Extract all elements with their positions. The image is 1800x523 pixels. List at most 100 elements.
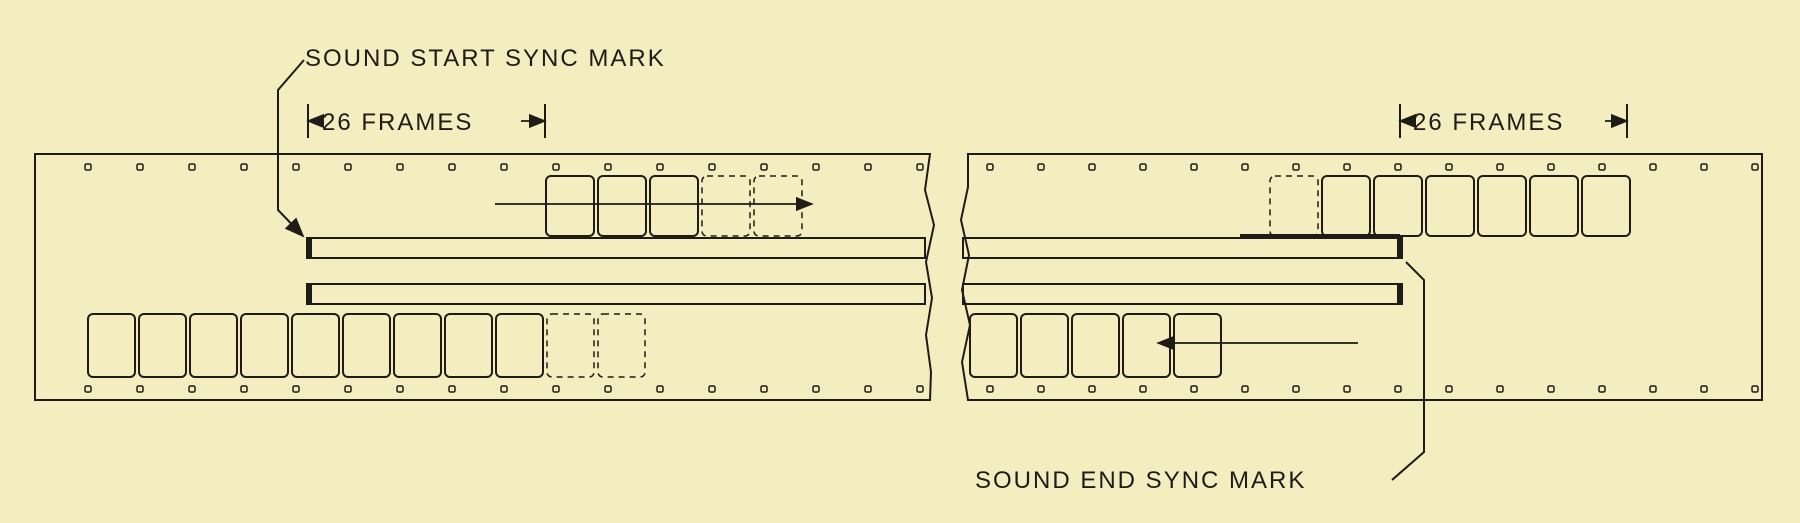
perforation — [84, 163, 92, 171]
perforation — [1700, 385, 1708, 393]
frame-dashed — [753, 175, 803, 237]
perforation — [1598, 163, 1606, 171]
perforation — [552, 385, 560, 393]
frame-dashed — [546, 313, 595, 378]
frame — [1321, 175, 1371, 237]
perforation — [1445, 385, 1453, 393]
perforation — [812, 163, 820, 171]
perforation — [812, 385, 820, 393]
perforation — [396, 385, 404, 393]
perforation — [986, 163, 994, 171]
perforation — [1190, 163, 1198, 171]
perforation — [136, 163, 144, 171]
start-sync-mark-lower — [306, 283, 312, 305]
frame — [1581, 175, 1631, 237]
frame — [1477, 175, 1527, 237]
perforation — [916, 163, 924, 171]
end-sync-mark — [1397, 237, 1403, 259]
frame — [1529, 175, 1579, 237]
frame — [1425, 175, 1475, 237]
perforation — [760, 163, 768, 171]
frame — [444, 313, 493, 378]
perforation — [292, 385, 300, 393]
left-frames-label: 26 FRAMES — [322, 109, 473, 136]
perforation — [1496, 163, 1504, 171]
perforation — [1394, 163, 1402, 171]
frame — [189, 313, 238, 378]
right-frames-label: 26 FRAMES — [1413, 109, 1564, 136]
frame — [1020, 313, 1069, 378]
perforation — [708, 163, 716, 171]
perforation — [1598, 385, 1606, 393]
perforation — [1547, 385, 1555, 393]
perforation — [240, 385, 248, 393]
frame-dashed — [701, 175, 751, 237]
perforations — [84, 163, 1759, 393]
perforation — [188, 163, 196, 171]
frame — [291, 313, 340, 378]
frame — [1071, 313, 1120, 378]
frame-dashed — [1269, 175, 1319, 237]
perforation — [1751, 385, 1759, 393]
perforation — [1496, 385, 1504, 393]
end-sync-label: SOUND END SYNC MARK — [975, 467, 1306, 494]
frame-dashed — [597, 313, 646, 378]
perforation — [1241, 385, 1249, 393]
perforation — [1190, 385, 1198, 393]
left-frames-dimension — [306, 104, 547, 138]
frame — [1373, 175, 1423, 237]
frame — [87, 313, 136, 378]
perforation — [864, 385, 872, 393]
frame — [138, 313, 187, 378]
perforation — [1751, 163, 1759, 171]
perforation — [448, 163, 456, 171]
upper-sound-track-right — [962, 237, 1402, 259]
perforation — [1649, 163, 1657, 171]
perforation — [1343, 163, 1351, 171]
perforation — [1445, 163, 1453, 171]
perforation — [240, 163, 248, 171]
perforation — [1139, 385, 1147, 393]
perforation — [1649, 385, 1657, 393]
perforation — [1700, 163, 1708, 171]
right-film-strip — [959, 153, 1763, 401]
end-sync-leader — [1391, 261, 1425, 481]
perforation — [1292, 385, 1300, 393]
perforation — [1547, 163, 1555, 171]
perforation — [1088, 385, 1096, 393]
perforation — [760, 385, 768, 393]
perforation — [1343, 385, 1351, 393]
frame — [495, 313, 544, 378]
perforation — [344, 385, 352, 393]
frame — [545, 175, 595, 237]
perforation — [656, 385, 664, 393]
perforation — [396, 163, 404, 171]
frame — [1122, 313, 1171, 378]
lower-sound-track-left — [307, 283, 926, 305]
perforation — [136, 385, 144, 393]
perforation — [916, 385, 924, 393]
perforation — [500, 163, 508, 171]
frame — [649, 175, 699, 237]
perforation — [1292, 163, 1300, 171]
perforation — [1037, 163, 1045, 171]
frame — [597, 175, 647, 237]
perforation — [604, 385, 612, 393]
start-sync-mark — [306, 237, 312, 259]
perforation — [604, 163, 612, 171]
frame — [240, 313, 289, 378]
perforation — [292, 163, 300, 171]
perforation — [552, 163, 560, 171]
perforation — [864, 163, 872, 171]
perforation — [708, 385, 716, 393]
frame — [969, 313, 1018, 378]
start-sync-leader — [277, 59, 305, 238]
perforation — [986, 385, 994, 393]
lower-sound-track-right — [962, 283, 1402, 305]
upper-sound-track-left — [307, 237, 926, 259]
perforation — [500, 385, 508, 393]
frame — [393, 313, 442, 378]
perforation — [1037, 385, 1045, 393]
